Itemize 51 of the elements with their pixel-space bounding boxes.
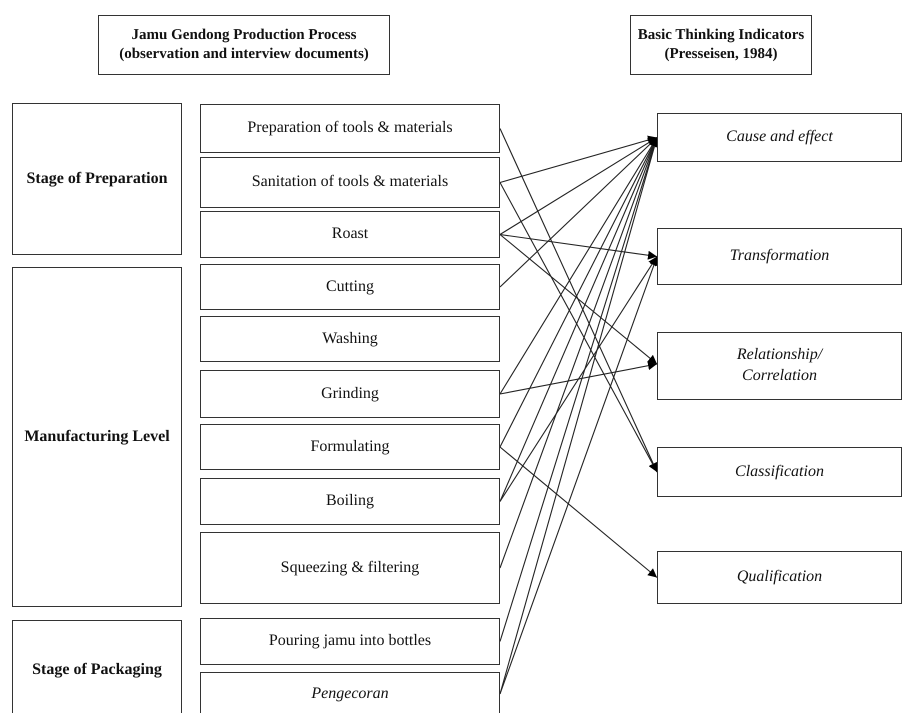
indicator-label: Qualification bbox=[736, 567, 822, 588]
stage-label: Stage of Packaging bbox=[32, 660, 162, 680]
arrow bbox=[500, 234, 658, 260]
stage-box bbox=[12, 103, 182, 255]
indicator-label: Classification bbox=[735, 462, 824, 482]
stage-label: Manufacturing Level bbox=[24, 426, 170, 447]
indicator-label: Relationship/ Correlation bbox=[736, 345, 824, 386]
arrow bbox=[500, 182, 658, 472]
stage-box bbox=[12, 267, 182, 607]
process-label: Sanitation of tools & materials bbox=[252, 172, 448, 192]
header-box bbox=[630, 15, 812, 75]
process-box bbox=[200, 424, 500, 470]
stage-box bbox=[12, 620, 182, 713]
process-box bbox=[200, 478, 500, 525]
process-label: Preparation of tools & materials bbox=[247, 118, 453, 138]
header-text: Basic Thinking Indicators (Presseisen, 1984) bbox=[636, 26, 806, 64]
process-box bbox=[200, 211, 500, 258]
indicator-box bbox=[657, 113, 902, 162]
stage-label: Stage of Preparation bbox=[26, 168, 168, 189]
process-label: Roast bbox=[332, 224, 368, 244]
header-box bbox=[98, 15, 390, 75]
indicator-label: Transformation bbox=[730, 246, 830, 266]
process-box bbox=[200, 264, 500, 310]
arrow bbox=[500, 137, 658, 235]
process-label: Pengecoran bbox=[311, 684, 389, 704]
header-text: Jamu Gendong Production Process (observation and interview documents) bbox=[118, 26, 370, 64]
process-box bbox=[200, 157, 500, 208]
process-box bbox=[200, 532, 500, 604]
process-label: Formulating bbox=[310, 436, 390, 457]
process-label: Cutting bbox=[326, 276, 374, 297]
process-label: Boiling bbox=[326, 491, 374, 512]
arrow bbox=[500, 234, 658, 364]
indicator-box bbox=[657, 551, 902, 604]
indicator-box bbox=[657, 332, 902, 400]
process-box bbox=[200, 370, 500, 418]
arrow bbox=[500, 256, 658, 502]
process-box bbox=[200, 316, 500, 362]
indicator-box bbox=[657, 228, 902, 285]
process-label: Squeezing & filtering bbox=[280, 558, 420, 578]
arrow bbox=[500, 361, 658, 395]
process-box bbox=[200, 672, 500, 713]
indicator-box bbox=[657, 447, 902, 497]
indicator-label: Cause and effect bbox=[726, 127, 833, 148]
process-box bbox=[200, 104, 500, 153]
arrow bbox=[500, 136, 658, 184]
process-label: Washing bbox=[322, 328, 378, 349]
arrow bbox=[499, 256, 658, 694]
process-label: Grinding bbox=[321, 384, 379, 404]
process-label: Pouring jamu into bottles bbox=[268, 631, 432, 652]
arrow bbox=[500, 446, 658, 578]
process-box bbox=[200, 618, 500, 665]
